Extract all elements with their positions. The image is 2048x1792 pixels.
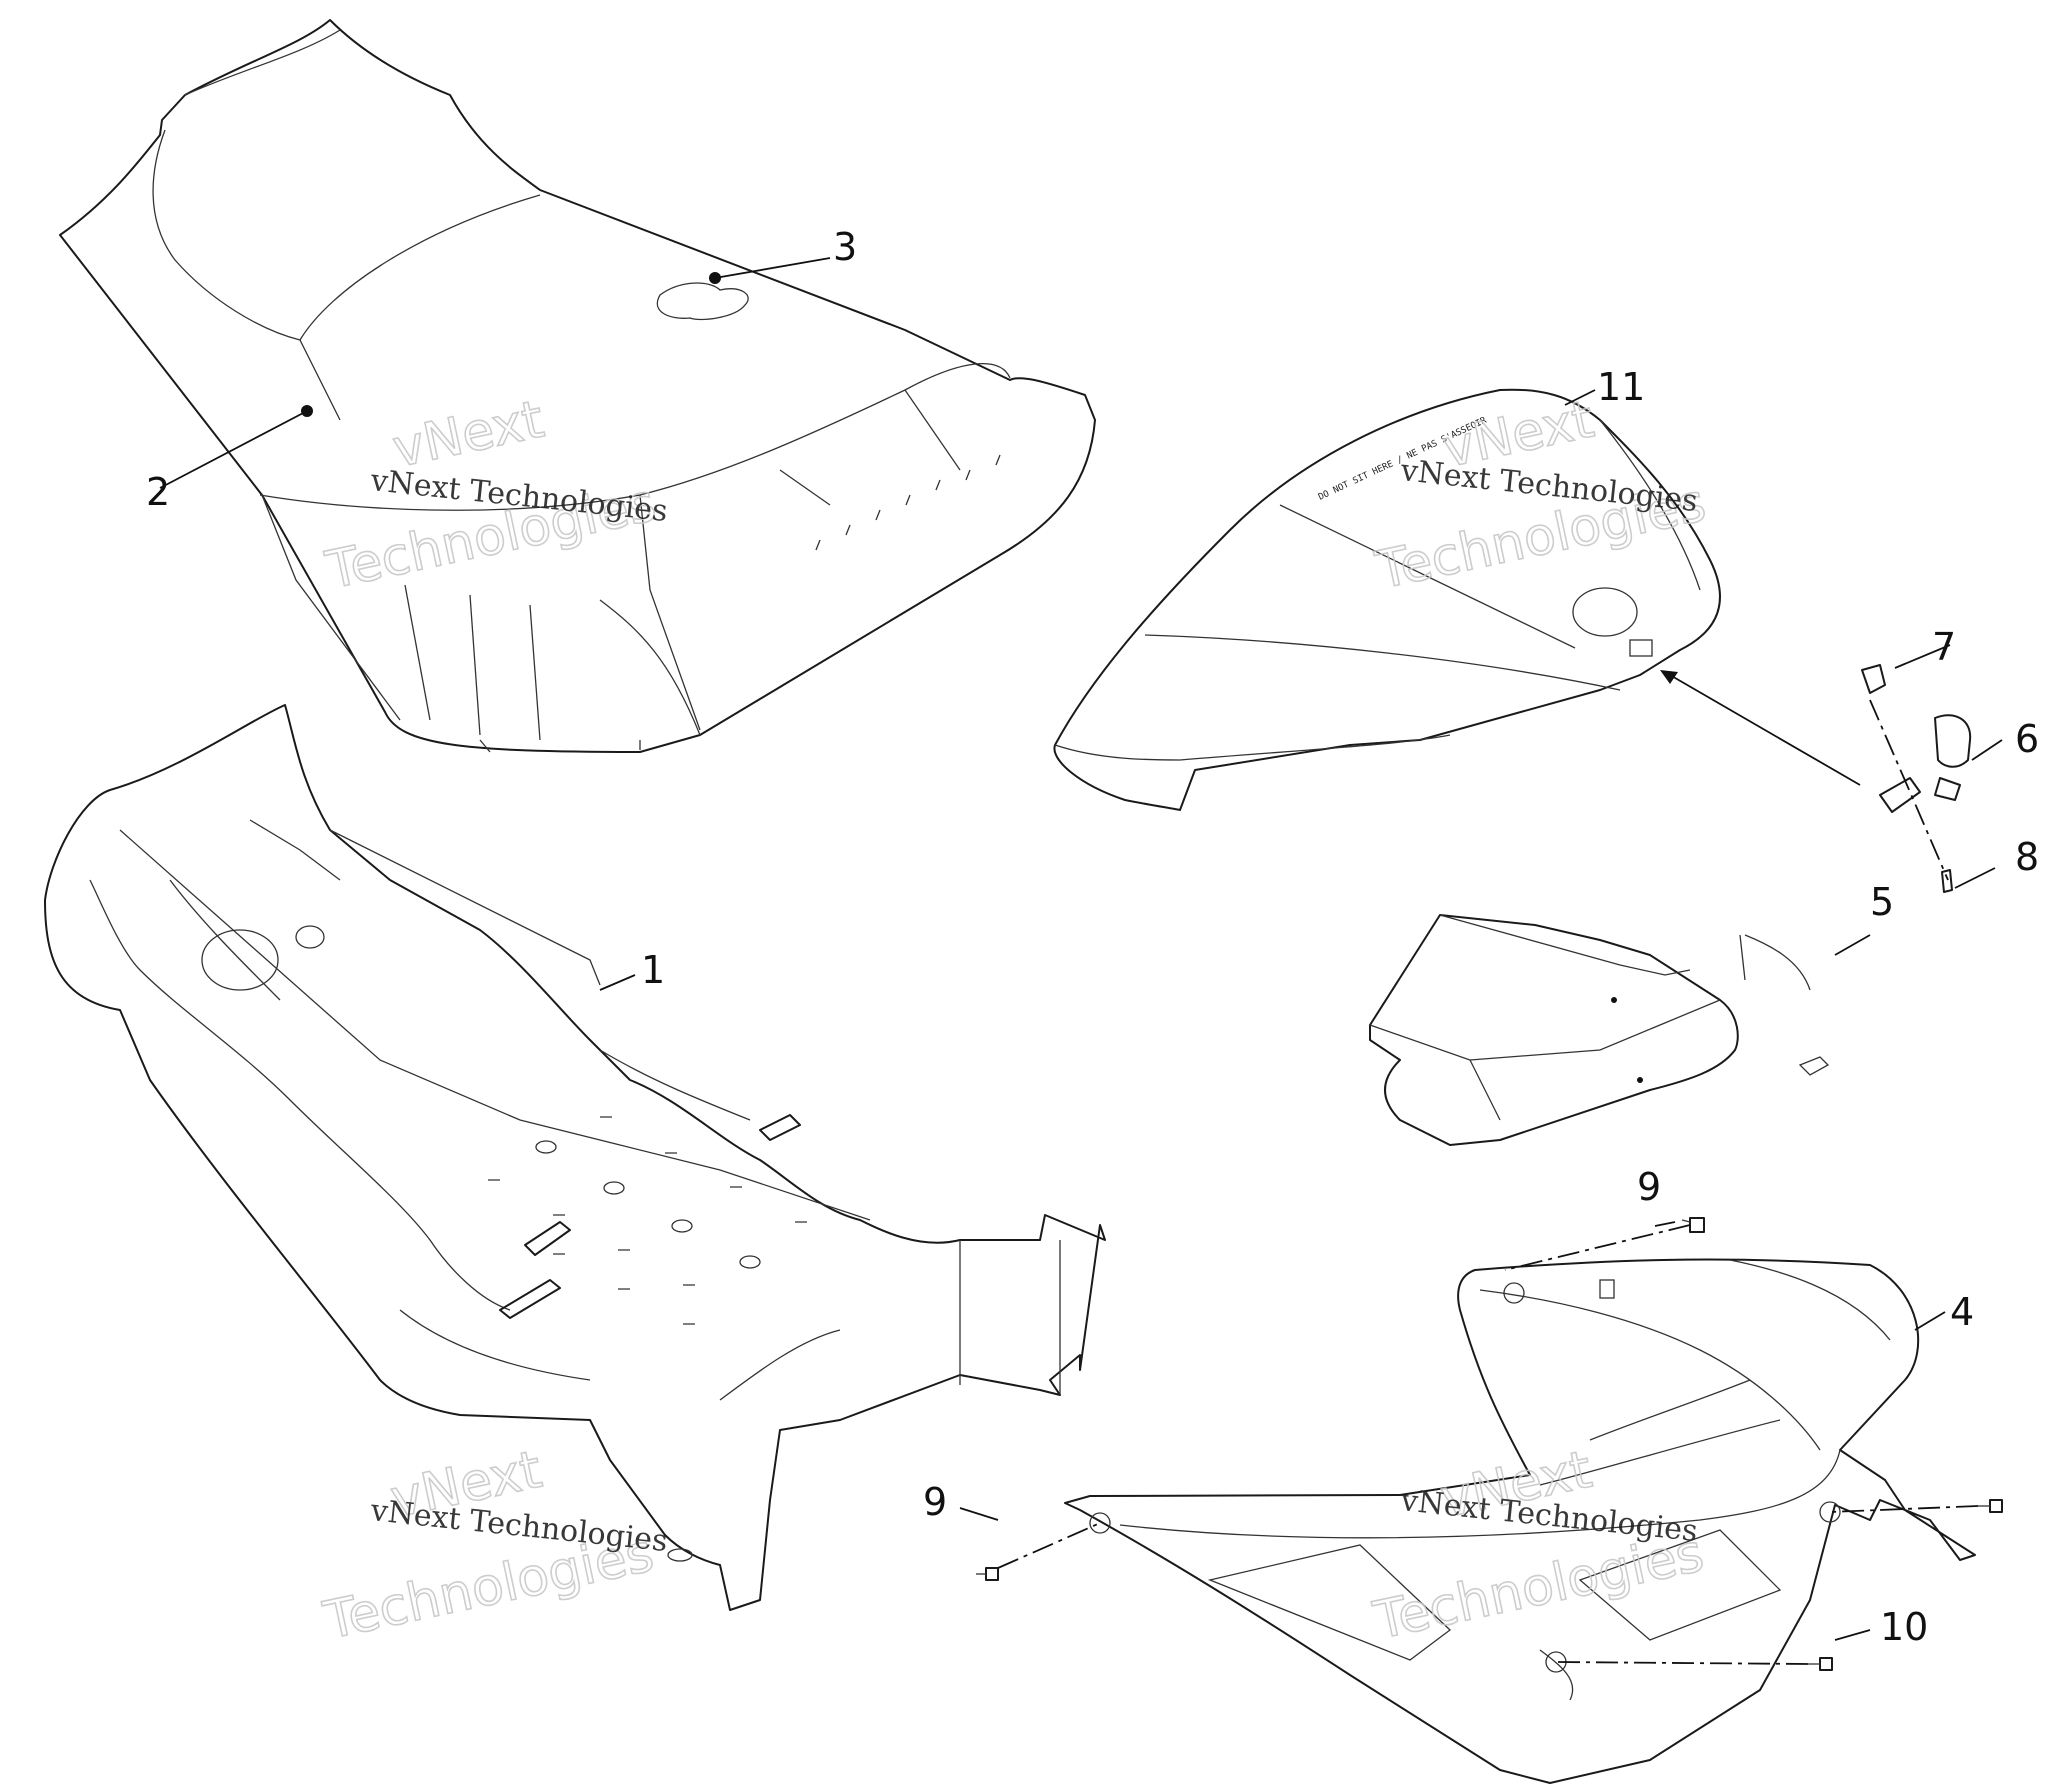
base-holes bbox=[488, 1116, 807, 1325]
callout-1: 1 bbox=[641, 948, 665, 992]
callout-9-upper: 9 bbox=[1637, 1165, 1661, 1209]
callout-11: 11 bbox=[1597, 365, 1645, 409]
part-rear-cowl bbox=[1064, 1258, 1976, 1784]
part-seat-base bbox=[44, 704, 1106, 1611]
callout-3: 3 bbox=[833, 225, 857, 269]
callout-4: 4 bbox=[1950, 1290, 1974, 1334]
watermark-big-a: vNext bbox=[388, 390, 549, 480]
leader-lines bbox=[159, 257, 2003, 1665]
callout-5: 5 bbox=[1870, 880, 1894, 924]
part-latch-hardware bbox=[1861, 664, 1972, 893]
callout-2: 2 bbox=[146, 470, 170, 514]
callout-10: 10 bbox=[1880, 1605, 1928, 1649]
callout-7: 7 bbox=[1932, 625, 1956, 669]
part-seat bbox=[59, 19, 1096, 753]
callout-9-lower: 9 bbox=[923, 1480, 947, 1524]
watermarks: vNext Technologies vNext Technologies vN… bbox=[318, 389, 1712, 1653]
callout-8: 8 bbox=[2015, 835, 2039, 879]
callout-labels: 1 2 3 4 5 6 7 8 9 9 10 11 bbox=[146, 225, 2039, 1649]
part-storage-tray bbox=[1369, 914, 1830, 1146]
callout-6: 6 bbox=[2015, 717, 2039, 761]
